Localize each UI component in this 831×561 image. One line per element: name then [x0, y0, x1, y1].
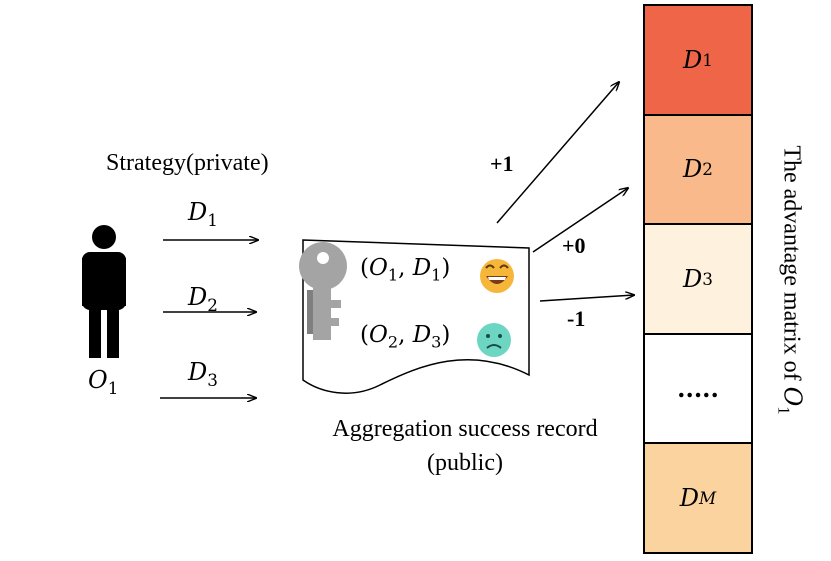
key-icon: [299, 242, 347, 340]
record-caption-line2: (public): [427, 450, 503, 476]
record-entry-2: (O2, D3): [360, 322, 451, 352]
record-caption-line1: Aggregation success record: [332, 416, 598, 442]
owner-label: O1: [88, 366, 119, 398]
matrix-cell-ellipsis: .....: [645, 334, 751, 445]
record-entry-1: (O1, D1): [360, 255, 451, 285]
sad-face-icon: [477, 323, 511, 357]
advantage-arrow-d1: [496, 82, 619, 224]
advantage-arrow-d3: [539, 295, 634, 302]
strategy-label: Strategy(private): [106, 150, 269, 176]
advantage-plus1-label: +1: [490, 151, 514, 176]
record-document: [302, 239, 530, 394]
advantage-arrow-d2: [532, 188, 628, 253]
strategy-d2-label: D2: [188, 283, 218, 315]
person-icon: [82, 225, 126, 358]
advantage-plus0-label: +0: [562, 233, 586, 258]
matrix-title: The advantage matrix of O1: [774, 145, 807, 415]
strategy-d3-label: D3: [188, 358, 218, 390]
advantage-minus1-label: -1: [567, 306, 586, 331]
strategy-d1-label: D1: [188, 198, 218, 230]
happy-face-icon: [480, 259, 514, 293]
record-caption: Aggregation success record (public): [295, 412, 635, 480]
